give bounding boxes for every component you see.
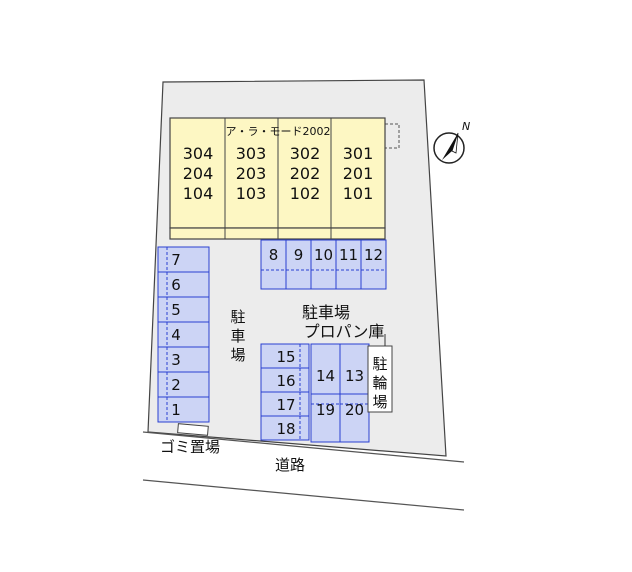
- parking-space-5-label: 5: [171, 301, 181, 319]
- parking-space-11-label: 11: [339, 246, 358, 264]
- parking-space-17: 17: [260, 391, 310, 417]
- parking-space-12: 12: [360, 239, 387, 290]
- parking-vertical-label: 駐 車 場: [230, 308, 245, 364]
- road-label: 道路: [275, 456, 305, 474]
- parking-left-column: 7 6 5 4 3 2 1: [157, 246, 210, 423]
- bicycle-label-3: 場: [372, 393, 387, 411]
- unit-301: 301: [343, 144, 374, 163]
- parking-space-1-label: 1: [171, 401, 181, 419]
- building-annex-outline: [384, 123, 400, 149]
- parking-space-10: 10: [310, 239, 337, 290]
- parking-space-3: 3: [157, 346, 210, 373]
- parking-space-14-label: 14: [316, 367, 335, 385]
- parking-space-7-label: 7: [171, 251, 181, 269]
- unit-201: 201: [343, 164, 374, 183]
- unit-203: 203: [236, 164, 267, 183]
- building-name: ア・ラ・モード2002: [226, 125, 331, 138]
- parking-space-11: 11: [335, 239, 362, 290]
- parking-lower-block: 15 16 17 18 14 13 19 20: [260, 343, 370, 443]
- garbage-area: [177, 423, 209, 436]
- svg-text:N: N: [462, 120, 470, 133]
- parking-space-4-label: 4: [171, 326, 181, 344]
- parking-space-7: 7: [157, 246, 210, 273]
- garbage-label: ゴミ置場: [160, 438, 220, 456]
- parking-space-15-label: 15: [276, 348, 295, 366]
- parking-space-2: 2: [157, 371, 210, 398]
- svg-text:車: 車: [230, 327, 245, 345]
- unit-304: 304: [183, 144, 214, 163]
- parking-space-12-label: 12: [364, 246, 383, 264]
- parking-space-5: 5: [157, 296, 210, 323]
- unit-103: 103: [236, 184, 267, 203]
- unit-204: 204: [183, 164, 214, 183]
- parking-space-19-label: 19: [316, 401, 335, 419]
- parking-space-14: 14: [310, 343, 341, 395]
- parking-space-8: 8: [260, 239, 287, 290]
- svg-text:駐: 駐: [230, 308, 245, 326]
- parking-space-19: 19: [310, 393, 341, 443]
- svg-text:場: 場: [230, 346, 245, 364]
- parking-space-17-label: 17: [276, 396, 295, 414]
- bicycle-label-2: 輪: [372, 374, 387, 392]
- parking-space-9-label: 9: [294, 246, 304, 264]
- parking-space-2-label: 2: [171, 376, 181, 394]
- bicycle-label-1: 駐: [372, 355, 387, 373]
- unit-102: 102: [290, 184, 321, 203]
- parking-space-20-label: 20: [345, 401, 364, 419]
- parking-space-16: 16: [260, 367, 310, 393]
- bicycle-parking: [367, 345, 393, 413]
- parking-label: 駐車場: [302, 303, 350, 322]
- parking-space-10-label: 10: [314, 246, 333, 264]
- parking-space-13: 13: [339, 343, 370, 395]
- parking-space-13-label: 13: [345, 367, 364, 385]
- parking-space-18: 18: [260, 415, 310, 441]
- unit-101: 101: [343, 184, 374, 203]
- unit-104: 104: [183, 184, 214, 203]
- parking-space-9: 9: [285, 239, 312, 290]
- parking-space-3-label: 3: [171, 351, 181, 369]
- parking-space-4: 4: [157, 321, 210, 348]
- road-edge-bottom: [142, 479, 465, 511]
- unit-302: 302: [290, 144, 321, 163]
- road-edge-top: [142, 431, 465, 463]
- unit-303: 303: [236, 144, 267, 163]
- propane-label: プロパン庫: [304, 322, 385, 341]
- north-arrow-icon: N: [433, 120, 470, 164]
- parking-space-20: 20: [339, 393, 370, 443]
- parking-space-18-label: 18: [276, 420, 295, 438]
- unit-202: 202: [290, 164, 321, 183]
- parking-space-6-label: 6: [171, 276, 181, 294]
- parking-space-15: 15: [260, 343, 310, 369]
- parking-space-16-label: 16: [276, 372, 295, 390]
- parking-space-1: 1: [157, 396, 210, 423]
- parking-space-8-label: 8: [269, 246, 279, 264]
- parking-space-6: 6: [157, 271, 210, 298]
